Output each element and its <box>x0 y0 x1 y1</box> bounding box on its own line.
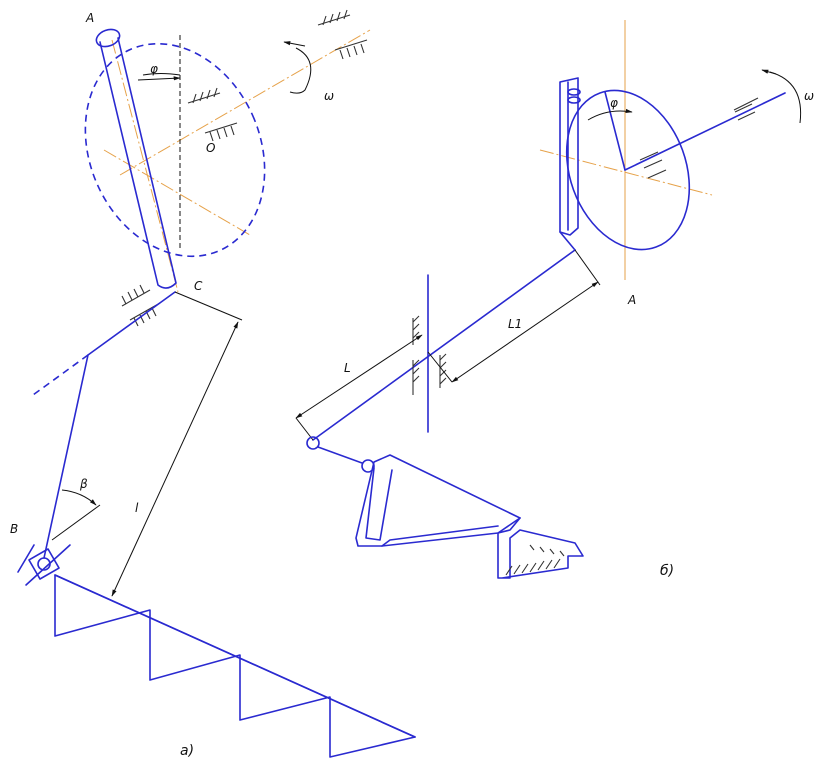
phi-arc <box>142 73 181 76</box>
omega-arc <box>289 47 312 94</box>
crank-disk-ellipse <box>84 42 266 258</box>
fig-b-arm-pin-bottom <box>567 96 581 104</box>
fig-b-cutting-head <box>497 517 584 579</box>
omega-arrowhead <box>283 41 306 47</box>
dim-l1-line <box>451 281 599 383</box>
label-omega-fig-b: ω <box>804 89 814 103</box>
cutter-bar-teeth <box>54 574 416 758</box>
lever-upper <box>87 291 176 356</box>
labels: A φ O ω C β l B a) φ ω A L1 L б) <box>10 11 814 759</box>
fig-b-rod-joint <box>559 231 576 251</box>
fig-b-slotted-arm <box>559 77 579 236</box>
crank-axis-line <box>119 29 371 176</box>
bearing-hatch-top <box>317 9 368 60</box>
fig-b-shaft <box>624 92 786 171</box>
label-phi-fig-a: φ <box>150 62 158 76</box>
phi-arrow <box>137 76 181 81</box>
fig-b-connecting-rod <box>312 249 576 441</box>
label-l1-fig-b: L1 <box>508 317 522 331</box>
fig-b-omega-arc <box>769 71 802 124</box>
figure-b <box>295 20 802 579</box>
beta-reference-line <box>51 504 101 541</box>
fig-b-cutting-head-hatch <box>505 544 565 576</box>
fig-b-horizontal-axis <box>539 149 713 196</box>
fig-b-phi-arc <box>587 108 633 121</box>
slider-b <box>17 544 71 586</box>
label-b-fig-a: B <box>10 522 18 536</box>
fig-b-crank-disk <box>565 89 691 251</box>
fig-b-bearing-hatch <box>639 97 759 179</box>
fig-b-short-link <box>317 446 363 464</box>
dim-l-extension-left <box>295 417 314 441</box>
dim-L-line <box>295 334 423 419</box>
pin-a <box>95 28 121 48</box>
caption-fig-a: a) <box>180 743 194 759</box>
label-a-fig-a: A <box>85 11 94 25</box>
dim-l1-extension-bottom <box>427 351 453 383</box>
bearing-hatch-c <box>121 284 161 327</box>
crank-axis-cross <box>103 149 251 236</box>
label-a-fig-b: A <box>627 293 636 307</box>
label-L-fig-b: L <box>344 361 351 375</box>
fig-b-radius <box>604 91 626 171</box>
fig-b-pivot-1 <box>306 436 320 450</box>
fig-b-pivot-2 <box>361 459 375 473</box>
label-phi-fig-b: φ <box>610 96 618 110</box>
label-beta-fig-a: β <box>79 477 88 491</box>
label-l-fig-a: l <box>135 501 139 515</box>
figure-a <box>17 9 416 758</box>
dim-l-extension-top <box>174 291 243 321</box>
cutter-bar-back <box>54 574 416 738</box>
fig-b-omega-arrowhead <box>761 69 777 75</box>
label-omega-fig-a: ω <box>324 89 334 103</box>
bearing-hatch-o <box>187 87 238 142</box>
label-o-fig-a: O <box>206 141 215 155</box>
dim-l-line <box>111 321 239 597</box>
link-to-b <box>43 354 89 559</box>
dim-l1-extension-top <box>574 249 601 286</box>
fig-b-arm-pin-top <box>567 88 581 96</box>
beta-arc <box>61 489 97 506</box>
crank-rod <box>99 37 177 289</box>
fig-b-knife-frame-inner <box>365 467 499 547</box>
rod-axis-line <box>111 39 179 293</box>
caption-fig-b: б) <box>660 563 674 579</box>
label-c-fig-a: C <box>194 279 203 293</box>
lever-dashed-extension <box>32 354 89 396</box>
